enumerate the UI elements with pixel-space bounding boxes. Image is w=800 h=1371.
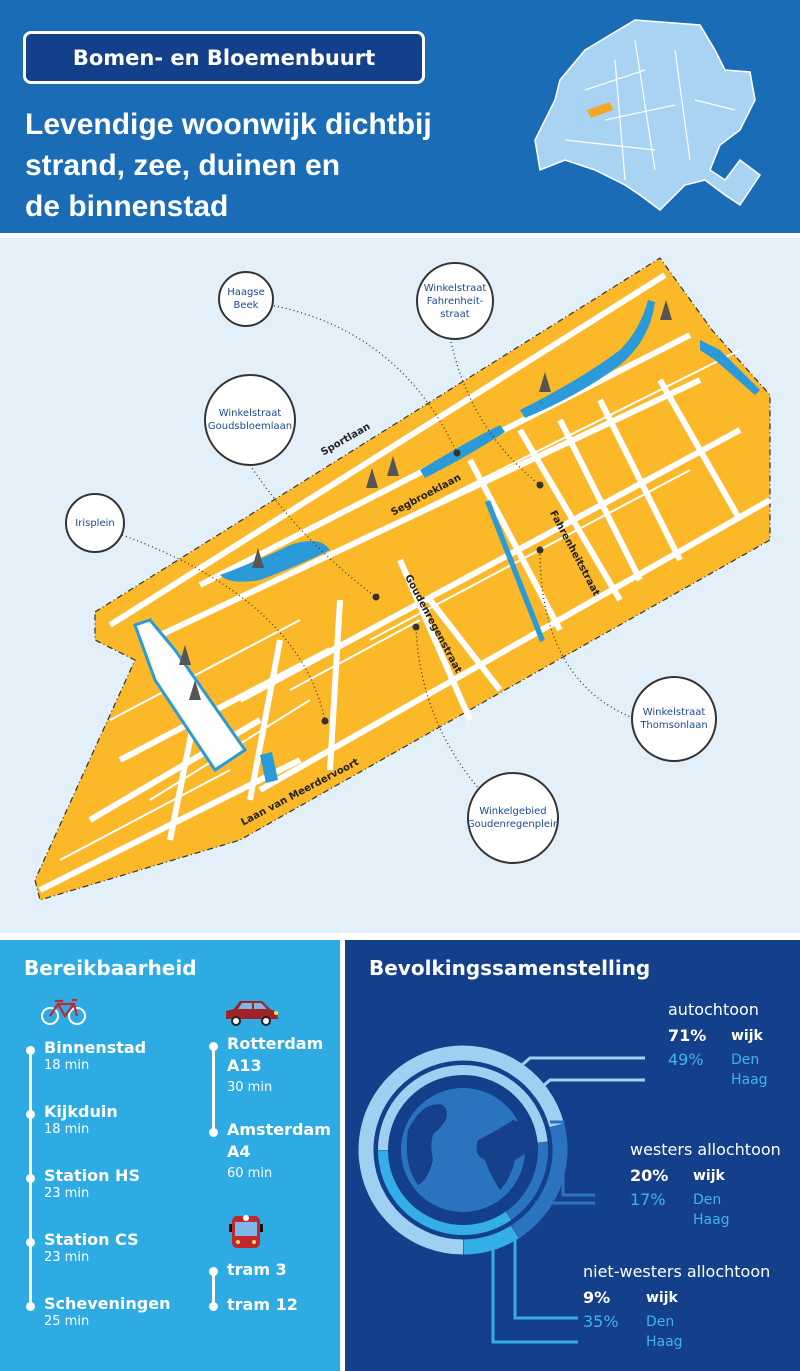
travel-time: 30 min xyxy=(227,1080,273,1095)
callout-thomsonlaan: Winkelstraat Thomsonlaan xyxy=(631,676,717,762)
population-panel: Bevolkingssamenstelling autochtoon 71% w… xyxy=(345,940,800,1371)
highway-name: A13 xyxy=(227,1056,262,1075)
den-haag-label: Den Haag xyxy=(646,1314,683,1350)
ring-segment-wijk-2 xyxy=(463,1225,519,1255)
callout-leaders xyxy=(121,304,634,791)
ring-segment-den-haag-2 xyxy=(378,1150,512,1235)
travel-time: 60 min xyxy=(227,1166,273,1181)
highlight-neighbourhood xyxy=(587,102,613,118)
tram-line: tram 3 xyxy=(227,1260,287,1279)
population-ring-chart xyxy=(358,1045,645,1344)
den-haag-percentage: 35% xyxy=(583,1312,619,1331)
accessibility-panel: Bereikbaarheid Binnenstad 18 min Kijkdui… xyxy=(0,940,340,1371)
wijk-percentage: 9% xyxy=(583,1288,611,1307)
car-timeline xyxy=(212,1046,215,1132)
destination-name: Rotterdam xyxy=(227,1034,324,1053)
leader-line xyxy=(550,1120,595,1197)
timeline-dot xyxy=(26,1110,35,1119)
leader-line xyxy=(513,1240,578,1320)
ring-segment-den-haag-1 xyxy=(505,1142,548,1220)
destination-name: Binnenstad xyxy=(44,1038,147,1057)
tram-icon xyxy=(229,1215,263,1248)
callout-haagse-beek: Haagse Beek xyxy=(218,271,274,327)
wijk-percentage: 71% xyxy=(668,1026,707,1045)
travel-time: 18 min xyxy=(44,1122,90,1137)
timeline-dot xyxy=(209,1042,218,1051)
tree-icons xyxy=(179,300,672,700)
tram-timeline xyxy=(212,1271,215,1307)
car-icon xyxy=(226,1001,278,1026)
ring-segment-wijk-0 xyxy=(358,1045,565,1255)
neighbourhood-badge: Bomen- en Bloemenbuurt xyxy=(23,31,425,84)
header: Bomen- en Bloemenbuurt Levendige woonwij… xyxy=(0,0,800,233)
travel-time: 23 min xyxy=(44,1250,90,1265)
group-name: niet-westers allochtoon xyxy=(583,1262,771,1281)
highway-name: A4 xyxy=(227,1142,251,1161)
den-haag-percentage: 17% xyxy=(630,1190,666,1209)
water xyxy=(220,300,760,783)
travel-time: 23 min xyxy=(44,1186,90,1201)
headline-line: Levendige woonwijk dichtbij xyxy=(25,108,432,141)
destination-name: Station CS xyxy=(44,1230,139,1249)
headline: Levendige woonwijk dichtbij strand, zee,… xyxy=(25,104,520,227)
timeline-dot xyxy=(26,1238,35,1247)
section-title: Bereikbaarheid xyxy=(24,956,197,980)
den-haag-label: Den Haag xyxy=(693,1192,730,1228)
timeline-dot xyxy=(209,1302,218,1311)
wijk-label: wijk xyxy=(693,1168,725,1184)
section-title: Bevolkingssamenstelling xyxy=(369,956,651,980)
destination-name: Amsterdam xyxy=(227,1120,331,1139)
leader-line xyxy=(514,1056,645,1073)
city-locator-map xyxy=(534,19,762,211)
timeline-dot xyxy=(26,1174,35,1183)
neighbourhood-map: Haagse Beek Winkelstraat Fahrenheit-stra… xyxy=(0,238,800,933)
timeline-dot xyxy=(26,1046,35,1055)
park-outline xyxy=(133,618,248,773)
group-name: westers allochtoon xyxy=(630,1140,781,1159)
group-name: autochtoon xyxy=(668,1000,759,1019)
wijk-percentage: 20% xyxy=(630,1166,669,1185)
destination-name: Kijkduin xyxy=(44,1102,118,1121)
callout-irisplein: Irisplein xyxy=(65,493,125,553)
callout-goudenregenplein: Winkelgebied Goudenregenplein xyxy=(467,772,559,864)
ring-segment-wijk-1 xyxy=(511,1124,568,1238)
destination-name: Station HS xyxy=(44,1166,140,1185)
headline-line: de binnenstad xyxy=(25,190,229,223)
leader-line xyxy=(534,1078,645,1095)
callout-fahrenheitstraat: Winkelstraat Fahrenheit-straat xyxy=(416,262,494,340)
den-haag-percentage: 49% xyxy=(668,1050,704,1069)
leader-line xyxy=(491,1244,578,1344)
callout-goudsbloemlaan: Winkelstraat Goudsbloemlaan xyxy=(204,374,296,466)
wijk-label: wijk xyxy=(646,1290,678,1306)
continents xyxy=(406,1104,535,1190)
location-dots xyxy=(321,449,544,725)
headline-line: strand, zee, duinen en xyxy=(25,149,341,182)
travel-time: 18 min xyxy=(44,1058,90,1073)
den-haag-label: Den Haag xyxy=(731,1052,768,1088)
bicycle-icon xyxy=(41,998,86,1025)
timeline-dot xyxy=(26,1302,35,1311)
timeline-dot xyxy=(209,1267,218,1276)
wijk-label: wijk xyxy=(731,1028,763,1044)
travel-time: 25 min xyxy=(44,1314,90,1329)
destination-name: Scheveningen xyxy=(44,1294,171,1313)
timeline-dot xyxy=(209,1128,218,1137)
ring-segment-den-haag-0 xyxy=(378,1065,548,1151)
tram-line: tram 12 xyxy=(227,1295,298,1314)
